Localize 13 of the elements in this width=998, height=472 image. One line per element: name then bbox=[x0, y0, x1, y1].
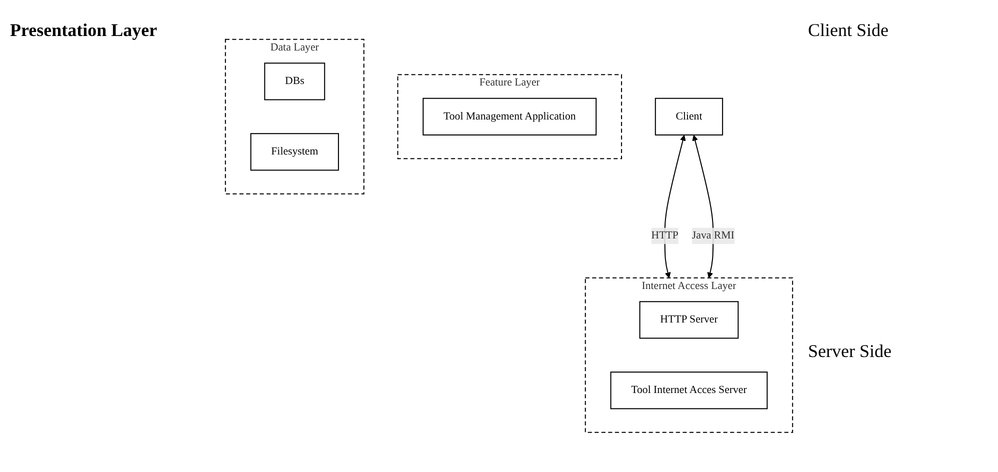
arrow bbox=[692, 135, 714, 278]
arrow bbox=[664, 135, 686, 278]
side-label: Server Side bbox=[808, 341, 892, 362]
node-box: Client bbox=[654, 98, 724, 136]
node-box: HTTP Server bbox=[639, 301, 739, 339]
node-box: Filesystem bbox=[250, 133, 339, 171]
side-label: Client Side bbox=[808, 20, 888, 41]
edge-label: HTTP bbox=[651, 230, 678, 242]
node-box: Tool Management Application bbox=[422, 98, 597, 136]
layer-label: Presentation Layer bbox=[10, 20, 158, 41]
node-box: DBs bbox=[264, 62, 326, 100]
node-box: Tool Internet Acces Server bbox=[610, 372, 768, 410]
edge-label: Java RMI bbox=[692, 230, 734, 242]
